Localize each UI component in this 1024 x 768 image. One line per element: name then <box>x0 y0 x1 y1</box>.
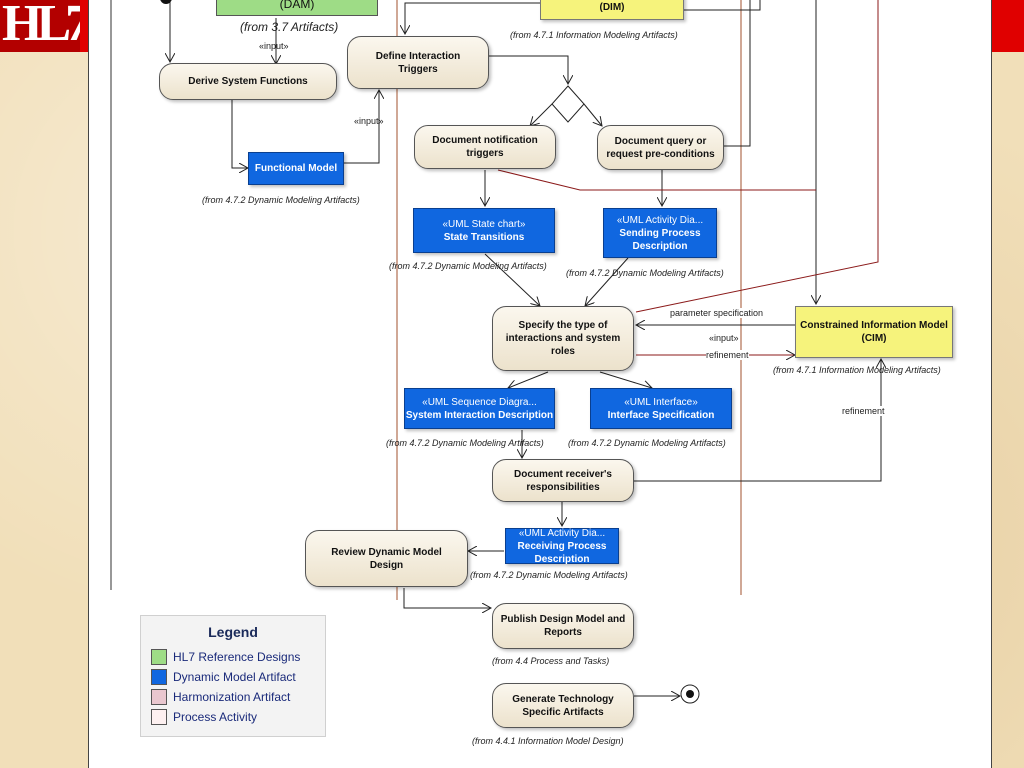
dam-caption: (from 3.7 Artifacts) <box>240 20 339 34</box>
edge-receiver-cim <box>634 359 881 482</box>
legend-swatch-reference <box>151 649 167 665</box>
functional-model-name: Functional Model <box>254 163 338 174</box>
activity-receiver-label: Document receiver's responsibilities <box>514 468 612 493</box>
activity-document-receiver[interactable]: Document receiver's responsibilities <box>492 459 634 502</box>
cim-name: Constrained Information Model (CIM) <box>800 320 948 344</box>
interface-stereotype: «UML Interface» <box>624 396 698 408</box>
title-bar-right <box>990 0 1024 52</box>
artifact-receiving-process[interactable]: «UML Activity Dia... Receiving Process D… <box>505 527 619 565</box>
edge-derive-functional <box>231 100 248 168</box>
edge-specify-sequence <box>508 371 549 388</box>
sequence-name: System Interaction Description <box>405 409 554 421</box>
state-stereotype: «UML State chart» <box>442 218 526 230</box>
edge-define-decision <box>489 55 568 84</box>
receiving-caption: (from 4.7.2 Dynamic Modeling Artifacts) <box>470 570 628 580</box>
activity-publish-label: Publish Design Model and Reports <box>500 614 626 638</box>
activity-derive-label: Derive System Functions <box>188 76 308 87</box>
activity-query-label: Document query or request pre-conditions <box>606 135 715 160</box>
activity-specify-label: Specify the type of interactions and sys… <box>505 320 621 357</box>
title-bar-left <box>80 0 88 52</box>
legend-label-process: Process Activity <box>173 710 258 724</box>
state-name: State Transitions <box>443 231 525 243</box>
edge-label-refinement-receiver: refinement <box>842 406 885 416</box>
edge-sending-specify <box>585 257 629 306</box>
legend-swatch-harmonization <box>151 689 167 705</box>
dim-artifact[interactable]: (DIM) <box>540 0 684 20</box>
legend-item-dynamic: Dynamic Model Artifact <box>151 668 296 686</box>
activity-document-notification-triggers[interactable]: Document notification triggers <box>414 125 556 169</box>
edge-specify-interface <box>599 371 652 388</box>
edge-label-refinement-cim: refinement <box>706 350 749 360</box>
legend-item-process: Process Activity <box>151 708 257 726</box>
decision-node <box>551 85 585 123</box>
generate-caption: (from 4.4.1 Information Model Design) <box>472 736 624 746</box>
activity-derive-system-functions[interactable]: Derive System Functions <box>159 63 337 100</box>
cim-caption: (from 4.7.1 Information Modeling Artifac… <box>773 365 941 375</box>
edge-harmonization-1 <box>497 169 816 191</box>
interface-caption: (from 4.7.2 Dynamic Modeling Artifacts) <box>568 438 726 448</box>
activity-review-label: Review Dynamic Model Design <box>331 546 442 571</box>
hl7-logo: HL7 <box>0 0 80 52</box>
edge-harmonization-2 <box>635 0 879 313</box>
sequence-stereotype: «UML Sequence Diagra... <box>422 396 537 408</box>
edge-label-input-top: «input» <box>259 41 289 51</box>
state-caption: (from 4.7.2 Dynamic Modeling Artifacts) <box>389 261 547 271</box>
artifact-cim[interactable]: Constrained Information Model (CIM) <box>795 306 953 358</box>
legend-title: Legend <box>208 624 258 640</box>
edge-dim-line <box>683 0 761 11</box>
legend-swatch-process <box>151 709 167 725</box>
activity-define-label: Define Interaction Triggers <box>375 50 461 75</box>
edge-decision-notification <box>530 103 553 126</box>
hl7-logo-text: HL7 <box>2 0 80 52</box>
dam-label: (DAM) <box>279 0 315 12</box>
sending-caption: (from 4.7.2 Dynamic Modeling Artifacts) <box>566 268 724 278</box>
sending-name: Sending Process Description <box>619 227 701 252</box>
artifact-state-transitions[interactable]: «UML State chart» State Transitions <box>413 208 555 253</box>
activity-generate-label: Generate Technology Specific Artifacts <box>512 693 614 718</box>
edge-label-input-cim: «input» <box>709 333 739 343</box>
legend-swatch-dynamic <box>151 669 167 685</box>
legend-label-reference: HL7 Reference Designs <box>173 650 301 664</box>
dam-artifact[interactable]: (DAM) <box>216 0 378 16</box>
activity-specify-interactions[interactable]: Specify the type of interactions and sys… <box>492 306 634 371</box>
activity-define-interaction-triggers[interactable]: Define Interaction Triggers <box>347 36 489 89</box>
legend-label-dynamic: Dynamic Model Artifact <box>173 670 296 684</box>
edge-dim-define <box>405 2 540 34</box>
initial-node <box>160 0 172 4</box>
artifact-interface-specification[interactable]: «UML Interface» Interface Specification <box>590 388 732 429</box>
edge-functional-define <box>344 90 379 164</box>
legend-label-harmonization: Harmonization Artifact <box>173 690 291 704</box>
activity-generate-technology[interactable]: Generate Technology Specific Artifacts <box>492 683 634 728</box>
legend: Legend HL7 Reference Designs Dynamic Mod… <box>140 615 326 737</box>
activity-review-dynamic-model[interactable]: Review Dynamic Model Design <box>305 530 468 587</box>
edge-decision-query <box>583 103 602 126</box>
dim-caption: (from 4.7.1 Information Modeling Artifac… <box>510 30 678 40</box>
publish-caption: (from 4.4 Process and Tasks) <box>492 656 610 666</box>
artifact-system-interaction[interactable]: «UML Sequence Diagra... System Interacti… <box>404 388 555 429</box>
activity-notification-label: Document notification triggers <box>432 135 538 159</box>
legend-item-harmonization: Harmonization Artifact <box>151 688 290 706</box>
edge-label-parameter: parameter specification <box>670 308 764 318</box>
activity-document-query[interactable]: Document query or request pre-conditions <box>597 125 724 170</box>
artifact-functional-model[interactable]: Functional Model <box>248 152 344 185</box>
edge-state-specify <box>484 253 540 306</box>
interface-name: Interface Specification <box>607 409 715 421</box>
edge-query-dim <box>724 0 751 147</box>
final-node-inner <box>686 690 694 698</box>
sequence-caption: (from 4.7.2 Dynamic Modeling Artifacts) <box>386 438 544 448</box>
edge-review-publish <box>403 588 491 608</box>
activity-publish-design-model[interactable]: Publish Design Model and Reports <box>492 603 634 649</box>
functional-model-caption: (from 4.7.2 Dynamic Modeling Artifacts) <box>202 195 360 205</box>
legend-item-reference: HL7 Reference Designs <box>151 648 300 666</box>
dim-label: (DIM) <box>599 2 625 13</box>
receiving-name: Receiving Process Description <box>517 540 607 565</box>
receiving-stereotype: «UML Activity Dia... <box>518 527 606 539</box>
sending-stereotype: «UML Activity Dia... <box>616 214 704 226</box>
edge-label-input-functional: «input» <box>354 116 384 126</box>
artifact-sending-process[interactable]: «UML Activity Dia... Sending Process Des… <box>603 208 717 258</box>
